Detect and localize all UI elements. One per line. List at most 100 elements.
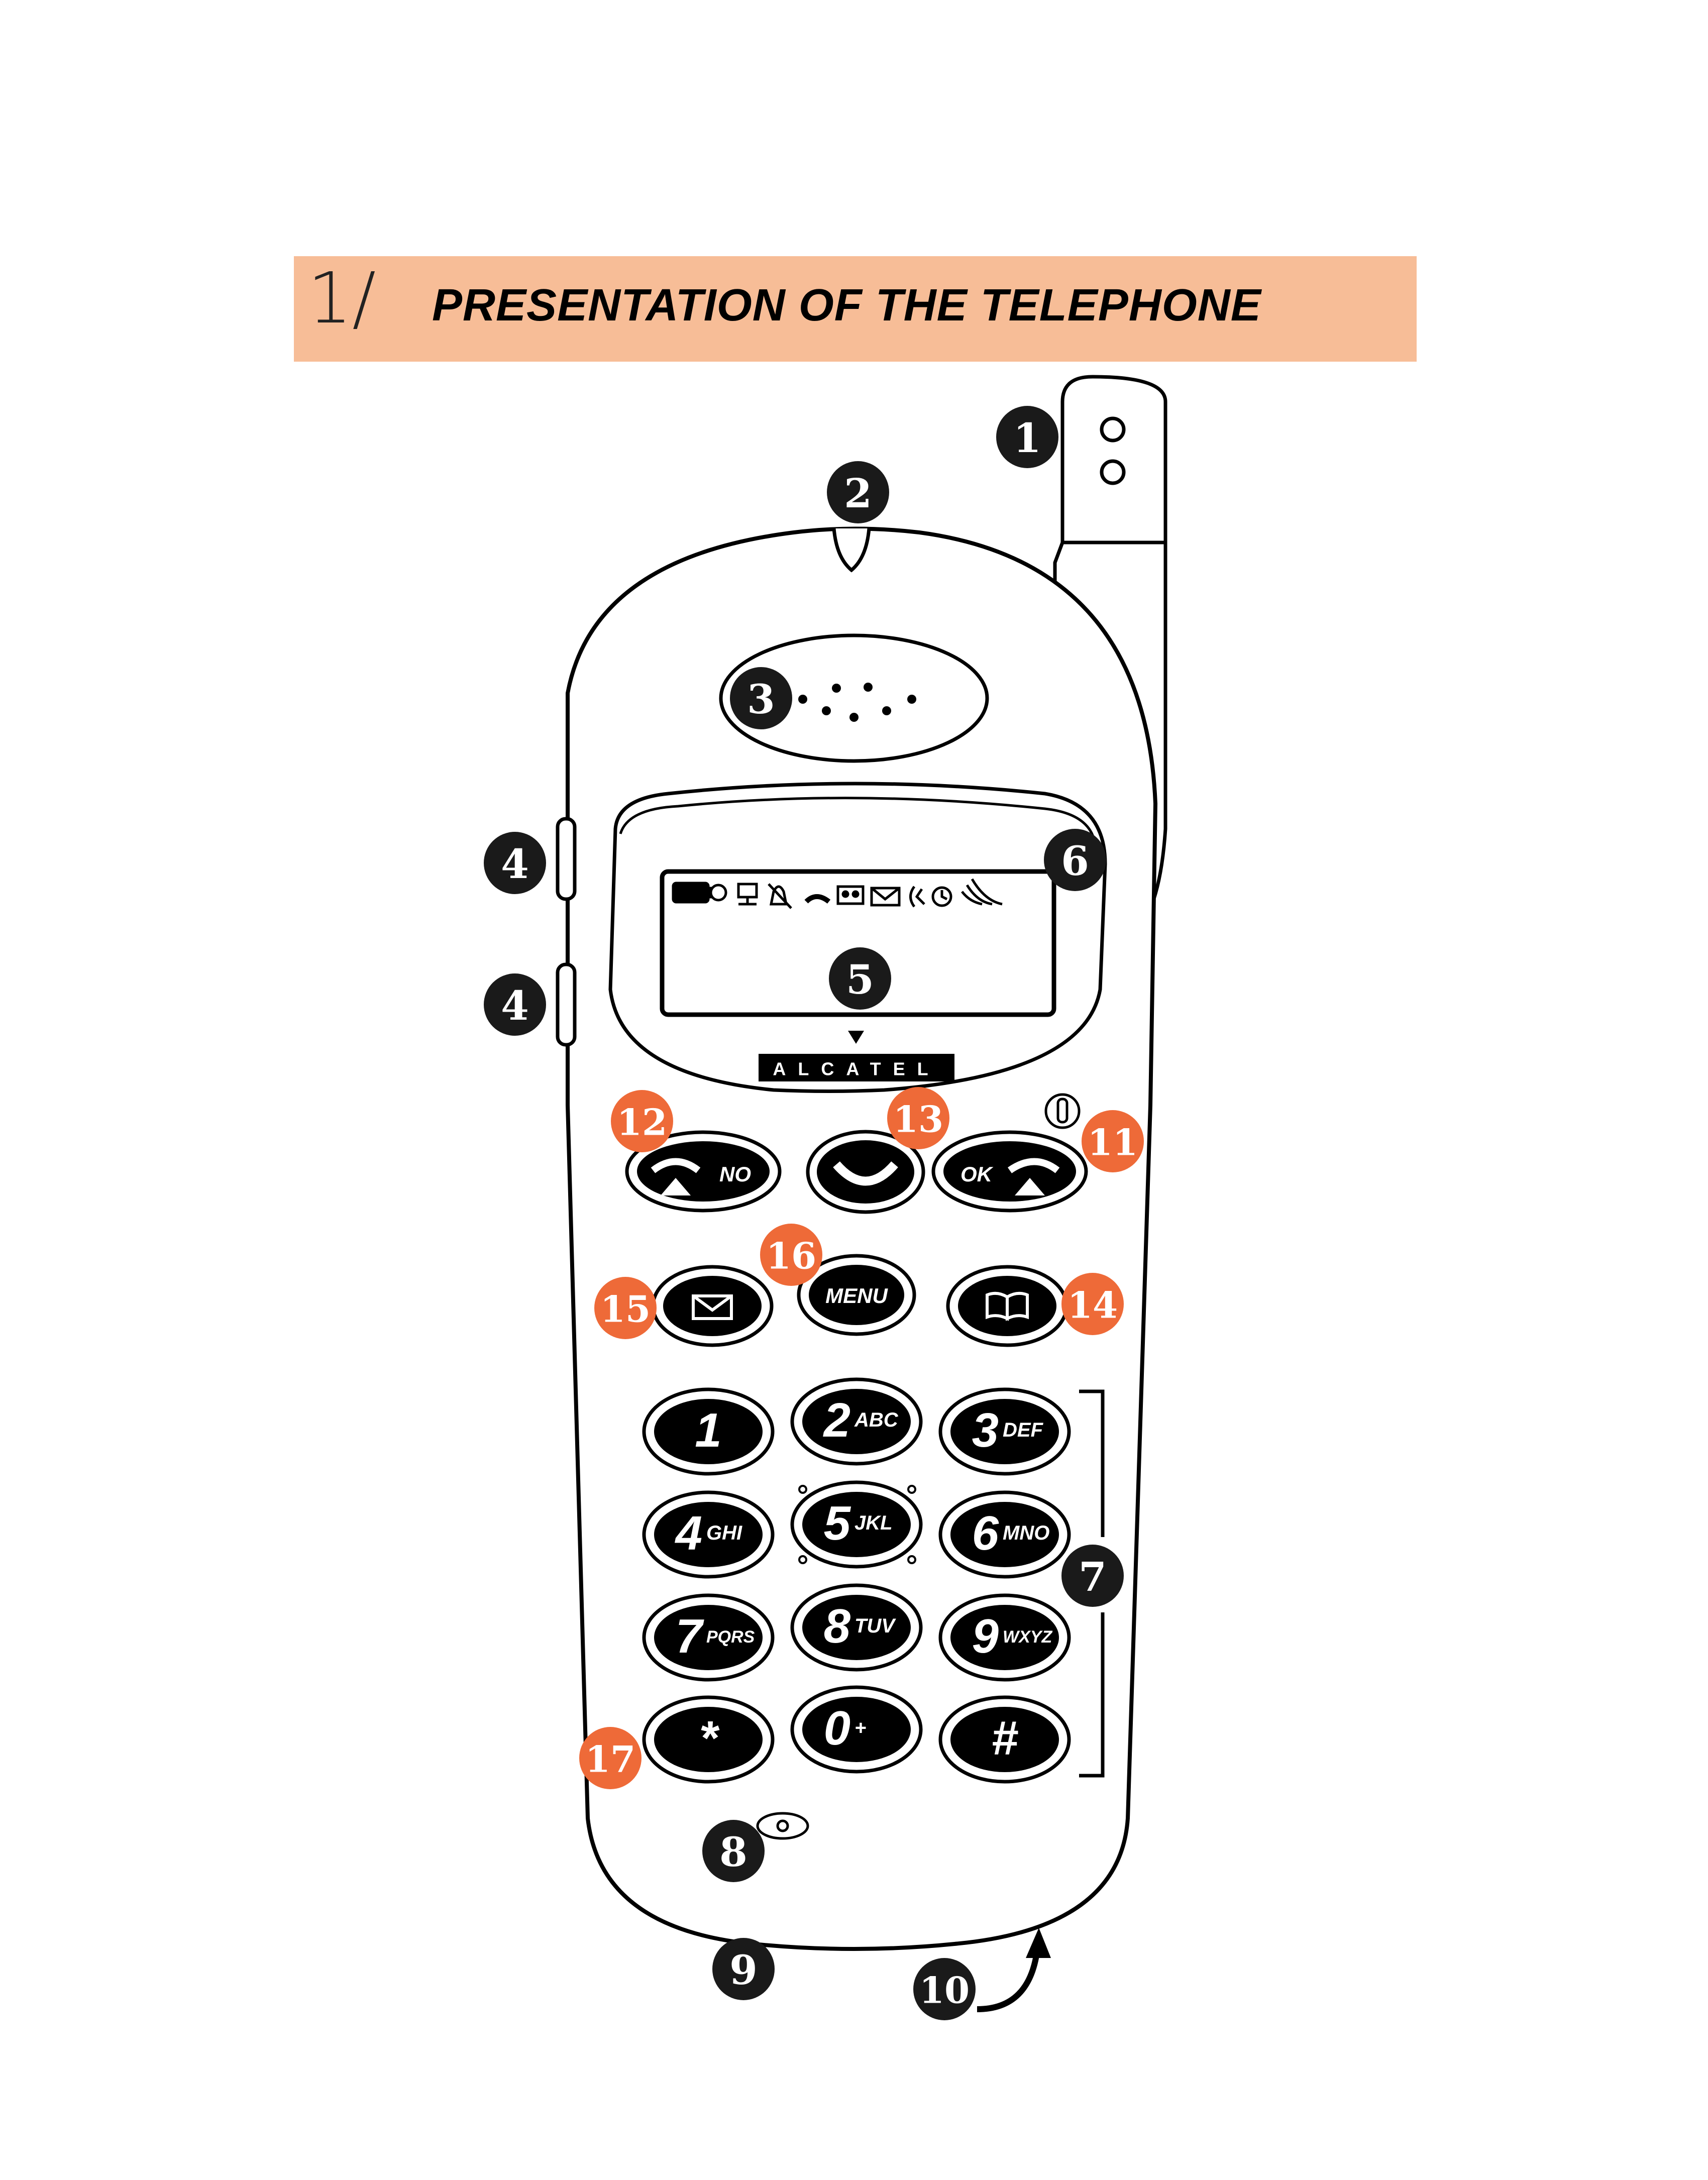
key-letters: + — [855, 1717, 866, 1739]
key-letters: ABC — [854, 1409, 899, 1431]
silent-bell-icon — [768, 883, 792, 909]
messages-key[interactable] — [651, 1265, 774, 1347]
callout-6: 6 — [1044, 829, 1106, 891]
nav-arc-icon — [833, 1161, 898, 1186]
key-0[interactable]: 0+ — [790, 1685, 923, 1774]
callout-10: 10 — [913, 1958, 976, 2020]
phonebook-key[interactable] — [946, 1265, 1069, 1347]
clock-icon — [931, 886, 952, 907]
key-letters: TUV — [855, 1615, 896, 1637]
key-star[interactable]: * — [642, 1695, 775, 1784]
key-digit: 4 — [675, 1506, 702, 1560]
book-icon — [986, 1291, 1029, 1321]
callout-7: 7 — [1061, 1545, 1124, 1607]
key-digit: 7 — [676, 1609, 705, 1663]
power-icon — [1044, 1093, 1081, 1129]
callout-label: 12 — [617, 1101, 667, 1144]
battery-icon — [672, 882, 727, 904]
key-hash[interactable]: # — [938, 1695, 1071, 1784]
ok-key-label: OK — [960, 1162, 994, 1186]
envelope-icon — [870, 887, 901, 907]
section-title: PRESENTATION OF THE TELEPHONE — [432, 280, 1261, 331]
key-digit: * — [699, 1711, 720, 1765]
callout-4: 4 — [484, 832, 546, 894]
status-icons — [672, 878, 1003, 909]
callout-label: 17 — [585, 1738, 635, 1781]
alcatel-logo-bg — [759, 1054, 954, 1081]
callout-11: 11 — [1082, 1110, 1144, 1172]
key-digit: 5 — [824, 1496, 851, 1550]
key-letters: GHI — [706, 1522, 742, 1544]
callout-13: 13 — [887, 1087, 949, 1149]
key-digit: 1 — [695, 1403, 721, 1457]
phonebook-card-icon — [836, 885, 865, 905]
callout-2: 2 — [827, 461, 889, 523]
handset-icon — [804, 894, 831, 904]
led-indicator — [832, 528, 871, 573]
microphone — [756, 1812, 809, 1840]
key-digit: 9 — [972, 1609, 999, 1663]
key-letters: DEF — [1003, 1419, 1044, 1441]
side-buttons — [556, 817, 577, 1047]
callout-label: 14 — [1068, 1284, 1118, 1327]
key-digit: 3 — [972, 1403, 999, 1457]
arrow-up-icon — [661, 1178, 691, 1195]
connector-arrow — [977, 1948, 1040, 2012]
callout-label: 5 — [846, 956, 874, 1003]
navigation-key[interactable] — [806, 1130, 925, 1214]
alcatel-logo: ALCATEL — [773, 1059, 940, 1079]
key-1[interactable]: 1 — [642, 1387, 775, 1476]
callout-16: 16 — [760, 1224, 822, 1286]
section-number: 1/ — [307, 258, 376, 340]
arrow-up-icon — [1015, 1178, 1045, 1195]
callout-label: 10 — [919, 1969, 970, 2012]
callout-8: 8 — [702, 1820, 765, 1882]
menu-key[interactable]: MENU — [797, 1254, 916, 1336]
callout-label: 3 — [747, 676, 775, 723]
callout-17: 17 — [579, 1727, 642, 1789]
section-banner — [294, 256, 1417, 362]
callout-label: 11 — [1088, 1121, 1138, 1164]
callout-1: 1 — [996, 406, 1058, 468]
down-arrow — [848, 1031, 864, 1044]
callout-14: 14 — [1061, 1273, 1124, 1335]
volume-down-button[interactable] — [556, 962, 577, 1047]
callout-label: 16 — [766, 1235, 816, 1277]
key-digit: 6 — [972, 1506, 999, 1560]
menu-key-label: MENU — [825, 1284, 888, 1307]
antenna-hole-top — [1100, 416, 1126, 443]
keypad-bracket — [1079, 1389, 1105, 1778]
callout-12: 12 — [611, 1090, 673, 1152]
network-icon — [737, 883, 758, 906]
key5-markers — [798, 1485, 916, 1564]
handset-hangup-icon — [651, 1158, 701, 1173]
hangup-no-key[interactable]: NO — [625, 1130, 782, 1213]
envelope-icon — [692, 1294, 733, 1320]
key-digit: 8 — [824, 1599, 851, 1653]
callout-label: 9 — [729, 1946, 758, 1994]
key-digit: 2 — [823, 1393, 850, 1447]
call-ok-key[interactable]: OK — [931, 1130, 1088, 1213]
call-forward-icon — [909, 886, 925, 908]
callout-5: 5 — [829, 947, 891, 1010]
antenna-hole-bottom — [1100, 459, 1126, 485]
clock-hands — [940, 890, 948, 901]
key-digit: # — [991, 1711, 1018, 1765]
callout-label: 4 — [501, 982, 529, 1029]
callout-label: 13 — [893, 1098, 943, 1141]
callout-label: 2 — [844, 470, 872, 517]
connector-arrowhead — [1026, 1928, 1051, 1958]
callout-3: 3 — [730, 667, 792, 729]
volume-up-button[interactable] — [556, 817, 577, 901]
